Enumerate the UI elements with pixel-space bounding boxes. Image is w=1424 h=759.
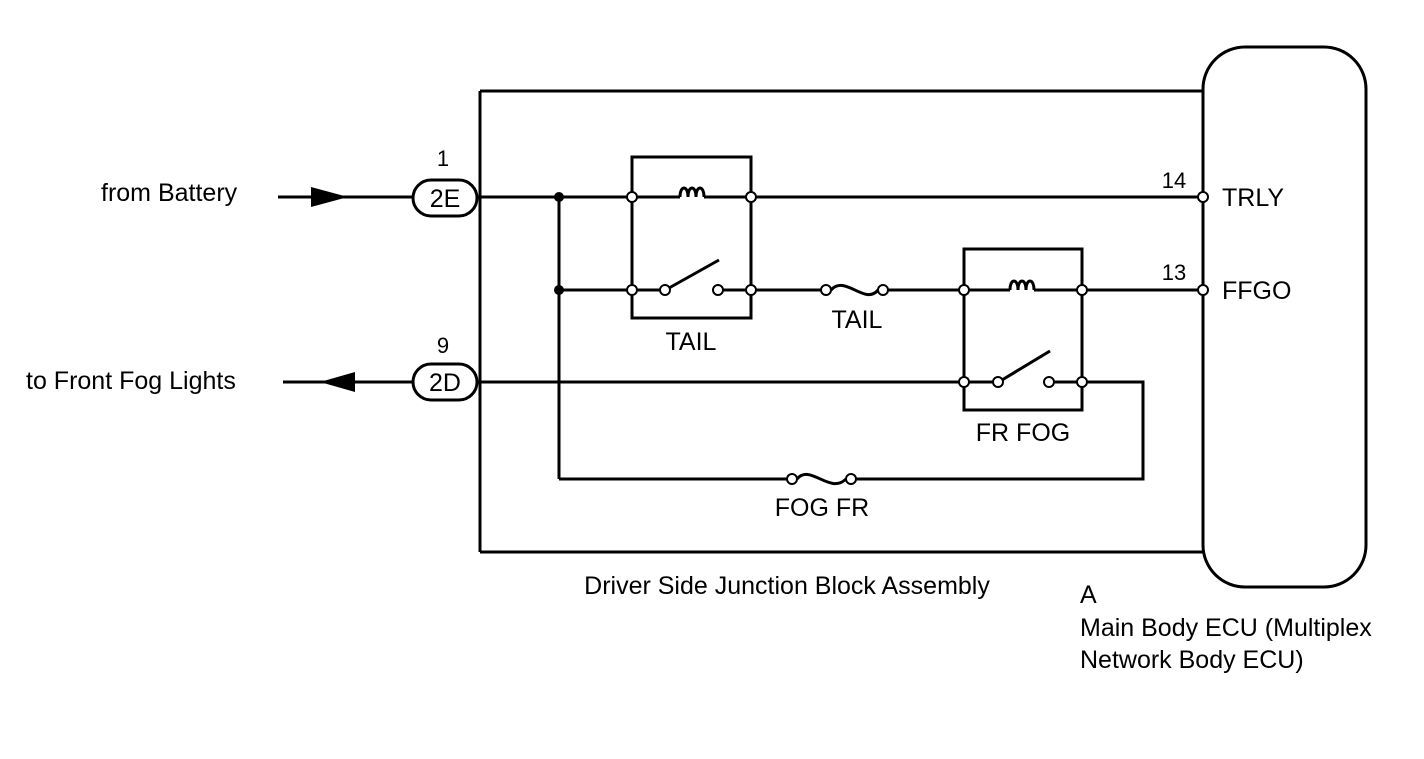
tail-relay-label: TAIL xyxy=(666,328,717,356)
ecu-name-line2: Network Body ECU) xyxy=(1080,646,1304,674)
ffgo-terminal xyxy=(1197,284,1209,296)
trly-terminal xyxy=(1197,191,1209,203)
battery-arrow xyxy=(278,187,413,207)
connector-2d-label: 2D xyxy=(429,369,461,397)
connector-2e: 2E xyxy=(411,178,479,218)
junction-dot xyxy=(554,285,564,295)
battery-label: from Battery xyxy=(101,179,238,207)
wires xyxy=(477,195,1203,481)
junction-block-name: Driver Side Junction Block Assembly xyxy=(584,572,990,600)
trly-pin: 14 xyxy=(1162,168,1186,193)
connector-2e-label: 2E xyxy=(430,185,461,213)
tail-fuse-label: TAIL xyxy=(832,306,883,334)
frfog-relay-label: FR FOG xyxy=(976,419,1070,447)
ecu-box xyxy=(1201,45,1368,589)
junction-dot xyxy=(554,192,564,202)
tail-relay xyxy=(626,155,757,320)
ffgo-pin: 13 xyxy=(1162,260,1186,285)
connector-2d: 2D xyxy=(411,362,479,402)
junction-block-outline xyxy=(478,89,1203,554)
fogfr-fuse-label: FOG FR xyxy=(775,494,869,522)
battery-pin: 1 xyxy=(437,146,449,171)
ecu-name-line1: Main Body ECU (Multiplex xyxy=(1080,614,1372,642)
foglights-arrow xyxy=(283,372,413,392)
frfog-relay xyxy=(958,247,1088,412)
fogfr-fuse xyxy=(786,472,857,486)
trly-label: TRLY xyxy=(1222,184,1284,212)
ffgo-label: FFGO xyxy=(1222,277,1291,305)
foglights-label: to Front Fog Lights xyxy=(26,367,236,395)
foglights-pin: 9 xyxy=(437,333,449,358)
ecu-letter: A xyxy=(1080,581,1097,609)
tail-fuse xyxy=(820,283,889,297)
